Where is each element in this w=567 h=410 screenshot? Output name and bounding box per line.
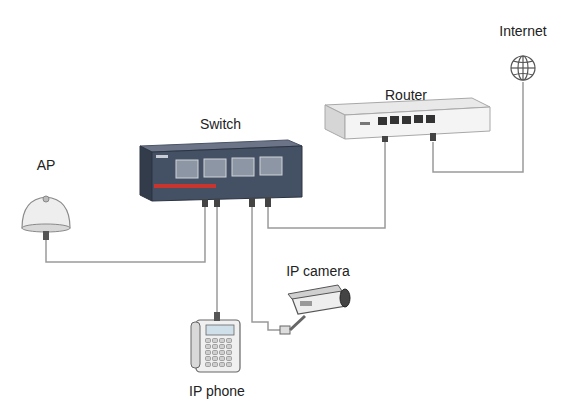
internet-node: Internet (490, 22, 556, 82)
phone-node: IP phone (180, 312, 254, 400)
device-label: IP camera (283, 262, 353, 280)
network-cable (268, 142, 385, 228)
router-node: Router (320, 86, 492, 142)
router-device (325, 98, 490, 142)
device-label: IP phone (186, 382, 248, 400)
ip-camera (258, 285, 350, 334)
device-label: Router (382, 86, 430, 104)
camera-node: IP camera (258, 262, 378, 336)
network-cable (46, 207, 205, 262)
network-cable (433, 82, 523, 172)
network-cable (252, 207, 258, 322)
device-label: Internet (496, 22, 549, 40)
network-cable (216, 207, 218, 312)
access-point (22, 196, 70, 240)
switch-device (140, 140, 302, 207)
ap-node: AP (18, 156, 74, 240)
ip-phone (191, 312, 240, 372)
switch-node: Switch (138, 115, 303, 207)
device-label: AP (34, 156, 59, 174)
device-label: Switch (197, 115, 244, 133)
internet-globe (511, 56, 535, 80)
